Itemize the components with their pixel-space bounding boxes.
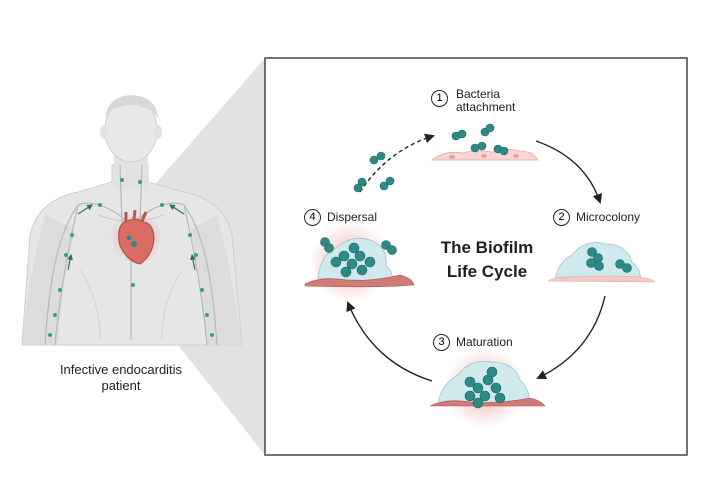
dispersal-stage-illustration	[304, 151, 415, 302]
attachment-stage-illustration	[430, 123, 539, 161]
step-number-badge: 3	[433, 334, 450, 351]
step-label-line: Microcolony	[576, 210, 641, 224]
step-label-line: attachment	[456, 100, 516, 114]
diagram-title-line: Life Cycle	[446, 262, 528, 281]
blood-bacteria	[48, 178, 214, 337]
step-label-line: Dispersal	[327, 210, 378, 224]
dispersing-bacteria	[353, 151, 395, 193]
arrow-microcolony-to-maturation	[536, 295, 606, 380]
step-number-badge: 4	[304, 209, 321, 226]
blood-vessels	[44, 164, 218, 346]
patient-label-line: Infective endocarditis	[59, 362, 183, 377]
arrow-maturation-to-dispersal	[346, 301, 433, 382]
maturation-stage-illustration	[429, 348, 546, 428]
diagram-title: The Biofilm Life Cycle	[412, 236, 562, 284]
patient-label: Infective endocarditis patient	[40, 362, 202, 394]
diagram-title-line: The Biofilm	[440, 238, 534, 257]
step-label-line: Maturation	[456, 335, 513, 349]
heart-icon	[110, 209, 162, 265]
microcolony-stage-illustration	[546, 242, 656, 283]
step-label-line: Bacteria	[456, 87, 501, 101]
vessel-flow-arrows	[67, 204, 196, 271]
step-number-badge: 1	[431, 90, 448, 107]
step-number-badge: 2	[553, 209, 570, 226]
patient-label-line: patient	[101, 378, 141, 393]
arrow-attachment-to-microcolony	[535, 140, 603, 204]
